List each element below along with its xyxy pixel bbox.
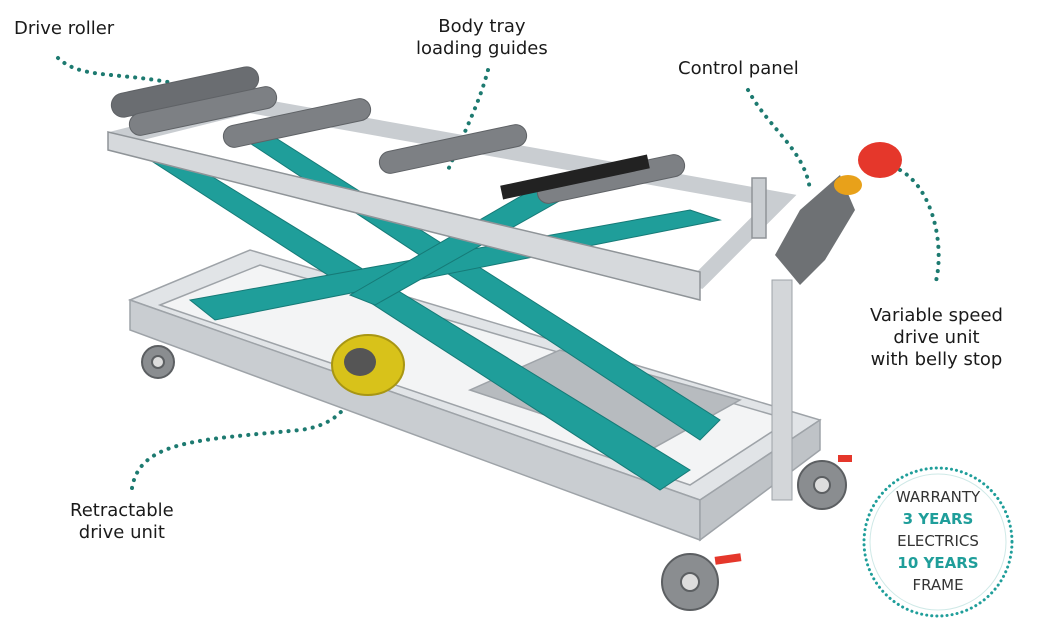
leader-variable-speed — [898, 168, 941, 287]
retractable-drive-wheel — [331, 334, 405, 396]
label-body-tray-line1: Body tray — [438, 16, 526, 37]
badge-line3: ELECTRICS — [897, 532, 979, 550]
label-retractable-line1: Retractable — [70, 500, 174, 521]
warranty-badge: WARRANTY 3 YEARS ELECTRICS 10 YEARS FRAM… — [858, 462, 1018, 622]
label-body-tray: Body tray loading guides — [416, 16, 548, 60]
badge-line1: WARRANTY — [895, 488, 981, 506]
leader-body-tray — [446, 68, 490, 172]
badge-line2: 3 YEARS — [902, 510, 974, 528]
label-drive-roller: Drive roller — [14, 18, 115, 39]
leader-retractable — [130, 378, 355, 490]
belly-stop — [858, 142, 902, 178]
casters — [141, 345, 847, 611]
badge-line5: FRAME — [912, 576, 964, 594]
label-variable-line2: drive unit — [893, 327, 980, 348]
label-body-tray-line2: loading guides — [416, 38, 548, 59]
lower-frame — [127, 249, 822, 542]
leader-control-panel — [746, 88, 812, 192]
label-variable-speed: Variable speed drive unit with belly sto… — [870, 305, 1003, 371]
label-variable-line1: Variable speed — [870, 305, 1003, 326]
control-column — [771, 142, 902, 501]
badge-line4: 10 YEARS — [897, 554, 979, 572]
badge-circle — [862, 466, 1014, 618]
loading-guide — [500, 154, 650, 200]
leader-drive-roller — [56, 56, 170, 84]
rollers — [110, 66, 686, 204]
label-retractable-line2: drive unit — [78, 522, 165, 543]
label-variable-line3: with belly stop — [870, 349, 1003, 370]
label-control-panel: Control panel — [678, 58, 799, 79]
label-retractable: Retractable drive unit — [70, 500, 174, 544]
